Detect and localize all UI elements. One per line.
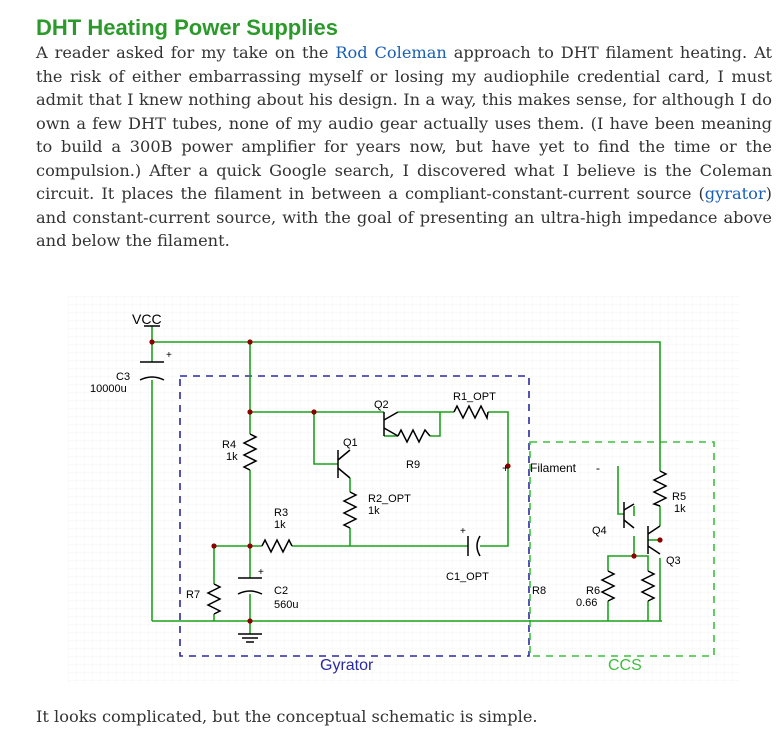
paragraph-text-3: ) and constant-current source, with the … [36, 184, 772, 250]
r3-name: R3 [274, 507, 288, 519]
paragraph-text-2: approach to DHT filament heating. At the… [36, 43, 772, 203]
vcc-label: VCC [132, 311, 162, 327]
c3-plus: + [166, 350, 172, 361]
r1-name: R1_OPT [453, 391, 496, 403]
r8-name: R8 [532, 585, 546, 597]
filament-plus: + [502, 461, 509, 475]
r2-name: R2_OPT [368, 493, 411, 505]
r6-name: R6 [586, 585, 600, 597]
r5-name: R5 [672, 491, 686, 503]
article-paragraph: A reader asked for my take on the Rod Co… [36, 41, 772, 253]
r5-value: 1k [674, 503, 686, 515]
r6-value: 0.66 [576, 597, 597, 609]
c3-value: 10000u [90, 383, 127, 395]
r2-value: 1k [368, 505, 380, 517]
gyrator-boundary [179, 375, 530, 657]
c2-name: C2 [274, 585, 288, 597]
closing-sentence: It looks complicated, but the conceptual… [36, 707, 538, 726]
c3-name: C3 [116, 371, 130, 383]
r4-value: 1k [226, 451, 238, 463]
q1-label: Q1 [343, 437, 358, 449]
q2-label: Q2 [374, 399, 389, 411]
gyrator-label: Gyrator [320, 657, 374, 674]
ccs-boundary [529, 441, 715, 657]
filament-label: Filament [530, 461, 577, 475]
c2-plus: + [258, 567, 264, 578]
c1-plus: + [460, 526, 466, 537]
filament-minus: - [596, 461, 600, 475]
article-title: DHT Heating Power Supplies [36, 15, 338, 40]
q3-label: Q3 [666, 555, 681, 567]
r3-value: 1k [274, 519, 286, 531]
r4-name: R4 [222, 439, 236, 451]
ccs-label: CCS [608, 657, 642, 674]
r9-name: R9 [406, 459, 420, 471]
q4-label: Q4 [592, 525, 607, 537]
components [139, 325, 668, 643]
coleman-schematic: VCC C3 10000u + R4 1k Q1 Q2 R1_OPT R9 R2… [68, 296, 740, 684]
junction-dots [149, 339, 663, 624]
paragraph-text-1: A reader asked for my take on the [36, 43, 336, 62]
gyrator-link[interactable]: gyrator [704, 184, 766, 203]
r7-name: R7 [186, 589, 200, 601]
c2-value: 560u [274, 599, 298, 611]
c1-name: C1_OPT [446, 571, 489, 583]
rod-coleman-link[interactable]: Rod Coleman [335, 43, 447, 62]
